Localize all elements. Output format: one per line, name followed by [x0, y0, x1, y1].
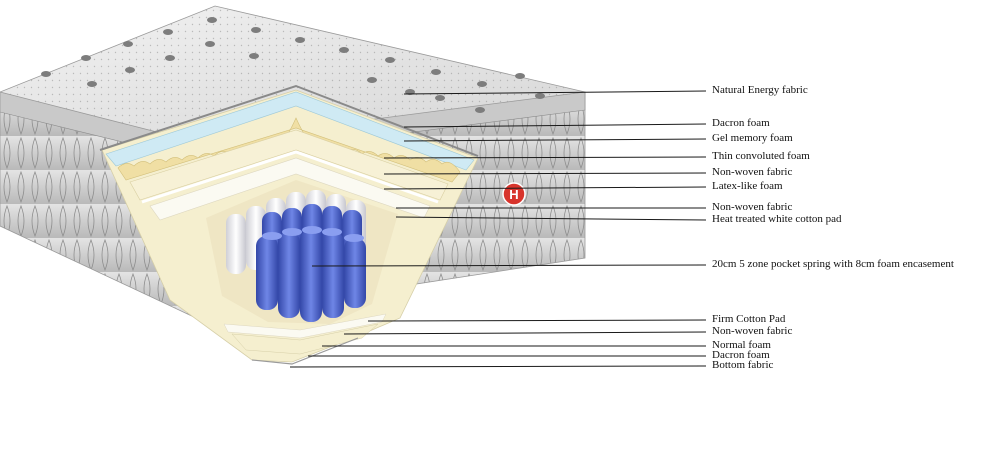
callout-label-natural-energy-fabric: Natural Energy fabric: [712, 84, 808, 96]
brand-badge-letter: H: [509, 187, 518, 202]
leader-line-heat-treated-cotton-pad: [395, 216, 707, 221]
callout-label-dacron-foam-bottom: Dacron foam: [712, 349, 770, 361]
leader-line-dacron-foam-top: [403, 123, 707, 128]
pocket-springs-blue: [256, 204, 366, 322]
callout-label-non-woven-fabric-top: Non-woven fabric: [712, 166, 793, 178]
mattress-top-texture: [0, 6, 585, 142]
leader-line-non-woven-fabric-bottom: [343, 331, 707, 335]
callout-label-normal-foam: Normal foam: [712, 339, 771, 351]
bottom-fabric-edge: [251, 337, 359, 365]
mattress-illustration: H: [0, 5, 586, 365]
white-cotton-pad-layer: [149, 157, 431, 221]
tufting-buttons: [41, 17, 545, 113]
leader-line-firm-cotton-pad: [367, 319, 707, 322]
leader-line-latex-like-foam: [383, 186, 707, 190]
callout-label-heat-treated-cotton-pad: Heat treated white cotton pad: [712, 213, 842, 225]
normal-foam-layer: [231, 323, 379, 355]
gel-memory-foam-layer: [105, 91, 475, 171]
callout-label-non-woven-fabric-bottom: Non-woven fabric: [712, 325, 793, 337]
callout-label-non-woven-fabric-mid: Non-woven fabric: [712, 201, 793, 213]
latex-like-foam-layer: [129, 129, 449, 201]
callout-label-bottom-fabric: Bottom fabric: [712, 359, 774, 371]
leader-line-thin-convoluted-foam: [383, 156, 707, 159]
leader-line-natural-energy-fabric: [403, 90, 707, 95]
callout-label-gel-memory-foam: Gel memory foam: [712, 132, 793, 144]
callout-label-pocket-spring: 20cm 5 zone pocket spring with 8cm foam …: [712, 258, 954, 270]
callout-label-firm-cotton-pad: Firm Cotton Pad: [712, 313, 786, 325]
callout-label-thin-convoluted-foam: Thin convoluted foam: [712, 150, 810, 162]
non-woven-fabric-line: [141, 150, 439, 204]
top-fabric-edge: [99, 84, 479, 157]
leader-lines: [289, 90, 707, 368]
callout-label-latex-like-foam: Latex-like foam: [712, 180, 783, 192]
firm-cotton-pad-layer: [223, 313, 387, 339]
leader-line-bottom-fabric: [289, 365, 707, 368]
leader-line-gel-memory-foam: [403, 138, 707, 142]
brand-badge: H: [502, 182, 526, 206]
leader-line-non-woven-fabric-top: [383, 172, 707, 175]
leader-line-pocket-spring: [311, 264, 707, 267]
callout-label-dacron-foam-top: Dacron foam: [712, 117, 770, 129]
convoluted-foam-layer: [117, 117, 461, 183]
